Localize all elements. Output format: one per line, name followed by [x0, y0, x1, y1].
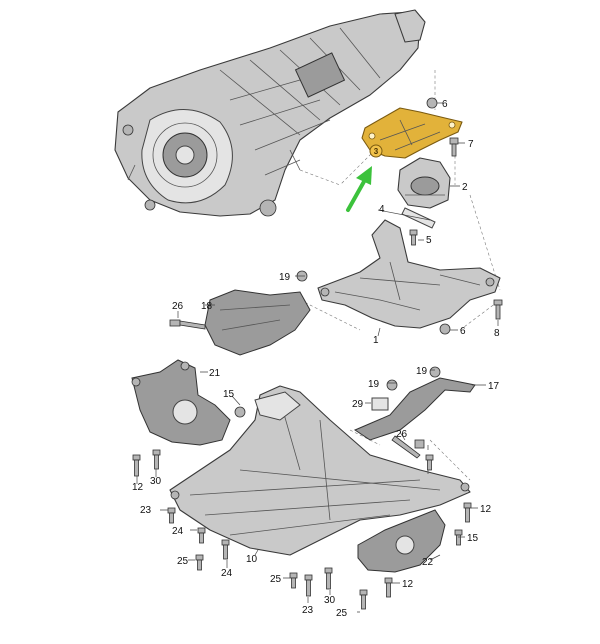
- callout-7: 7: [468, 139, 474, 150]
- callout-6-lower: 6: [460, 326, 466, 337]
- highlight-badge-3: 3: [369, 144, 383, 158]
- callout-18: 18: [201, 301, 213, 312]
- callout-19-mid: 19: [368, 379, 380, 390]
- callout-26-right: 26: [396, 429, 408, 440]
- callout-labels: 6 7 2 4 5 1 19 6 8 18 26 21 15 12 30 23 …: [132, 99, 500, 619]
- callout-25-left: 25: [177, 556, 189, 567]
- bracket-part-22: [357, 509, 446, 573]
- bushing-part-13: [414, 439, 425, 449]
- callout-19-right: 19: [416, 366, 428, 377]
- callout-12-bottom: 12: [402, 579, 414, 590]
- callout-29: 29: [352, 399, 364, 410]
- callout-1: 1: [373, 335, 379, 346]
- transmission: [114, 9, 426, 217]
- callout-24-bottom: 30: [324, 595, 336, 606]
- bolt-part-8: [493, 299, 503, 320]
- nut-part-6: [426, 97, 438, 109]
- green-arrow-icon: [346, 166, 372, 212]
- bracket-part-17: [353, 377, 476, 441]
- nut-part-19-right: [429, 366, 441, 378]
- mount-part-2: [397, 157, 451, 209]
- callout-6-top: 6: [442, 99, 448, 110]
- alignment-lines: [299, 70, 501, 481]
- callout-15-left: 15: [223, 389, 235, 400]
- bolt-part-7: [449, 137, 459, 157]
- leader-lines: [136, 102, 499, 613]
- callout-24-left: 24: [172, 526, 184, 537]
- callout-19-top: 19: [279, 272, 291, 283]
- callout-22: 22: [422, 557, 434, 568]
- bolt-part-26-right: [391, 435, 421, 459]
- nut-part-6-lower: [439, 323, 451, 335]
- loose-bolts: [132, 449, 472, 610]
- clip-part-29: [371, 397, 389, 411]
- bolt-part-5: [409, 229, 418, 246]
- callout-24-mid: 24: [221, 568, 233, 579]
- callout-26-left: 26: [172, 301, 184, 312]
- nut-part-19-mid: [386, 379, 398, 391]
- bracket-part-21: [131, 359, 231, 446]
- callout-2: 2: [462, 182, 468, 193]
- callout-12-left: 12: [132, 482, 144, 493]
- callout-12-right: 12: [480, 504, 492, 515]
- callout-25-mid: 25: [270, 574, 282, 585]
- callout-21: 21: [209, 368, 221, 379]
- callout-23-left: 23: [140, 505, 152, 516]
- callout-4: 4: [379, 204, 385, 215]
- callout-30-left: 30: [150, 476, 162, 487]
- callout-8: 8: [494, 328, 500, 339]
- callout-23-bottom: 23: [302, 605, 314, 616]
- callout-5: 5: [426, 235, 432, 246]
- subframe-part-10: [169, 385, 471, 556]
- crossmember-part-1: [317, 219, 501, 329]
- callout-25-bottom: 25: [336, 608, 348, 619]
- callout-10: 10: [246, 554, 258, 565]
- heat-shield-part-18: [204, 289, 311, 356]
- callout-17: 17: [488, 381, 500, 392]
- callout-15-right: 15: [467, 533, 479, 544]
- bolt-part-26: [169, 319, 206, 330]
- nut-part-15-left: [234, 406, 246, 418]
- badge-label-3: 3: [374, 147, 379, 156]
